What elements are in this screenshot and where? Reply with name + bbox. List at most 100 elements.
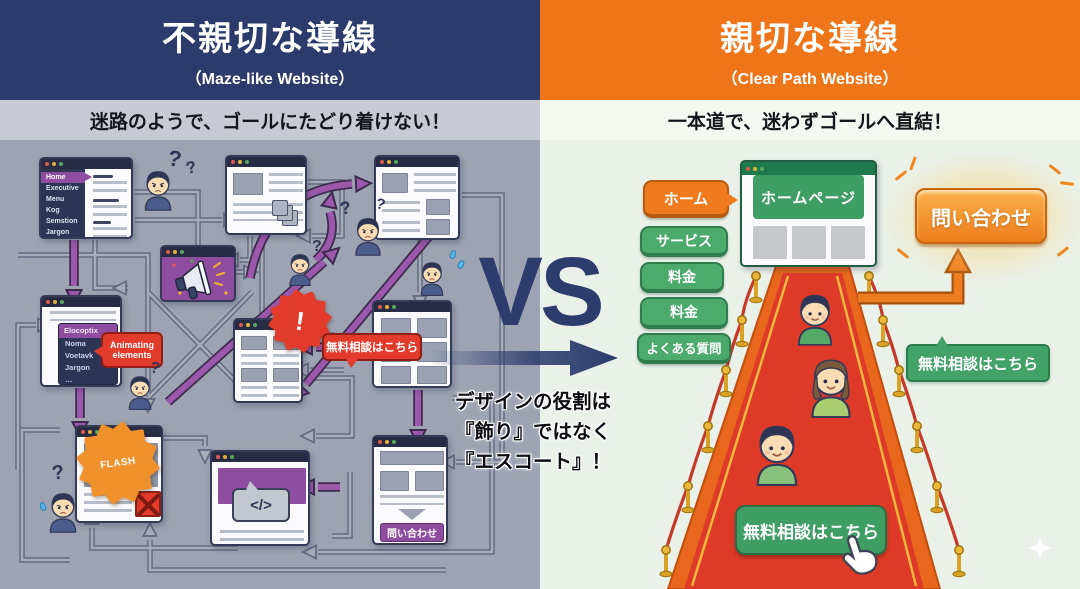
happy-visitor-2 [800, 352, 862, 418]
image-placeholder [417, 366, 447, 384]
animating-elements-bubble: Animating elements [94, 332, 163, 368]
placeholder-lines [273, 354, 299, 366]
confused-user-3 [348, 213, 388, 256]
traffic-dots [746, 166, 750, 171]
image-placeholder [426, 199, 450, 215]
dropdown-item[interactable]: Voetavk [65, 351, 94, 360]
nav-item-jargon[interactable]: Jargon [46, 229, 70, 236]
homepage-banner[interactable]: ホームページ [753, 175, 864, 219]
right-title: 親切な導線 [720, 20, 900, 58]
image-placeholder [426, 219, 450, 235]
maze-window-nav: Home Executive Menu Kog Semstion Jargon [39, 157, 133, 239]
nav-item-executive[interactable]: Executive [46, 185, 79, 192]
clear-contact-button[interactable]: 問い合わせ [915, 188, 1047, 244]
center-message-line2: 『飾り』ではなく [454, 421, 611, 444]
menu-button-service[interactable]: サービス [640, 226, 728, 257]
image-placeholder [381, 366, 411, 384]
placeholder-line [93, 221, 111, 224]
clear-consult-bubble[interactable]: 無料相談はこちら [906, 336, 1050, 382]
menu-button-pricing-2[interactable]: 料金 [640, 297, 728, 329]
crying-user-1 [414, 258, 450, 296]
left-title: 不親切な導線 [162, 20, 378, 58]
sparkle-dash [1056, 246, 1070, 257]
question-mark: ? [312, 238, 322, 255]
sparkle-dash [896, 248, 910, 259]
window-titlebar [212, 452, 308, 462]
nav-item-kog[interactable]: Kog [46, 207, 60, 214]
image-placeholder [233, 173, 263, 195]
placeholder-lines [241, 354, 267, 366]
window-titlebar [376, 157, 458, 167]
traffic-dots [231, 160, 235, 164]
center-message: デザインの役割は 『飾り』ではなく 『エスコート』！ [428, 387, 638, 478]
sparkle-dash [894, 170, 908, 181]
dropdown-item[interactable]: … [65, 375, 73, 384]
sparkle-dash [909, 156, 917, 171]
left-tagline: 迷路のようで、ゴールにたどり着けない！ [0, 100, 540, 140]
placeholder-line [93, 199, 119, 202]
hand-cursor-icon [842, 535, 878, 575]
window-titlebar [42, 297, 120, 307]
placeholder-lines [93, 227, 127, 237]
placeholder-lines [93, 205, 127, 217]
maze-window-contact: 問い合わせ [372, 435, 448, 545]
vs-label: VS [478, 237, 604, 346]
window-titlebar [227, 157, 305, 167]
maze-window-content2 [374, 155, 460, 240]
nav-item-semstion[interactable]: Semstion [46, 218, 78, 225]
window-titlebar [162, 247, 234, 257]
traffic-dots [378, 440, 382, 444]
maze-window-code: </> [210, 450, 310, 546]
nav-item-home[interactable]: Home [41, 172, 92, 183]
placeholder-lines [382, 221, 420, 235]
left-subtitle: （Maze-like Website） [185, 71, 355, 88]
placeholder-lines [220, 530, 304, 542]
nav-item-menu[interactable]: Menu [46, 196, 65, 203]
traffic-dots [166, 250, 170, 254]
maze-contact-button[interactable]: 問い合わせ [380, 523, 444, 542]
maze-window-ad [160, 245, 236, 302]
sparkle-icon [1028, 536, 1052, 560]
clear-consult-button[interactable]: 無料相談はこちら [735, 505, 887, 555]
transition-arrow [430, 340, 618, 376]
image-placeholder [380, 471, 409, 491]
flash-burst: FLASH [75, 420, 161, 506]
clear-site-window: ホームページ [740, 160, 877, 267]
traffic-dots [378, 305, 382, 309]
placeholder-line [93, 175, 113, 178]
traffic-dots [239, 323, 243, 327]
image-placeholder [753, 226, 787, 259]
banner-placeholder [380, 451, 444, 465]
menu-button-faq[interactable]: よくある質問 [637, 333, 731, 364]
window-titlebar [742, 162, 875, 175]
traffic-dots [81, 430, 85, 434]
right-tagline: 一本道で、迷わずゴールへ直結！ [540, 100, 1080, 140]
image-placeholder [792, 226, 826, 259]
placeholder-lines [241, 386, 267, 398]
window-titlebar [374, 437, 446, 447]
dropdown-item[interactable]: Jargon [65, 363, 91, 372]
animating-elements-label: Animating elements [110, 339, 154, 360]
placeholder-lines [382, 201, 420, 217]
placeholder-lines [93, 181, 127, 195]
left-header: 不親切な導線 （Maze-like Website） [0, 0, 540, 100]
maze-consult-label: 無料相談はこちら [326, 342, 418, 354]
maze-consult-bubble[interactable]: 無料相談はこちら [322, 333, 422, 368]
maze-window-content1 [225, 155, 307, 235]
crying-user-2 [42, 488, 84, 533]
chevron-down-icon [398, 509, 426, 520]
dropdown-item[interactable]: Noma [65, 339, 86, 348]
sparkle-dash [1059, 181, 1075, 186]
window-titlebar [374, 302, 450, 312]
megaphone-icon [172, 259, 228, 300]
traffic-dots [380, 160, 384, 164]
broken-image-box [135, 491, 161, 517]
traffic-dots [216, 455, 220, 459]
code-bubble: </> [232, 481, 290, 522]
clear-consult-label: 無料相談はこちら [917, 355, 1038, 373]
menu-button-home[interactable]: ホーム [643, 180, 738, 218]
alert-burst: ! [267, 288, 333, 354]
menu-button-pricing-1[interactable]: 料金 [640, 262, 724, 293]
placeholder-lines [380, 495, 444, 505]
